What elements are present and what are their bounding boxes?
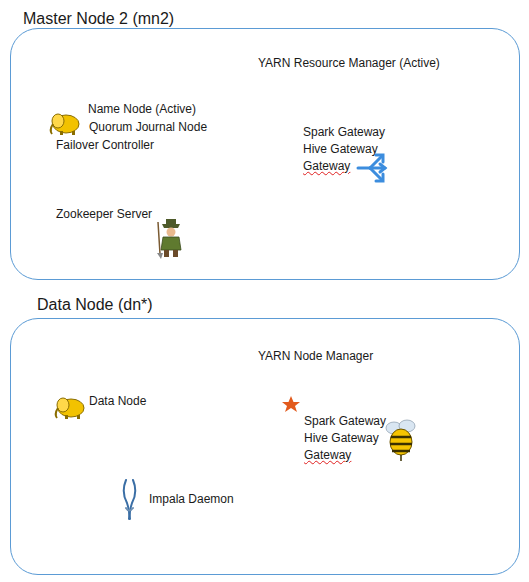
service-label: Hive Gateway bbox=[303, 142, 378, 157]
elephant-leg bbox=[77, 415, 80, 419]
service-label: Name Node (Active) bbox=[88, 102, 196, 117]
service-label: Spark Gateway bbox=[303, 125, 385, 140]
zookeeper-shovel-handle bbox=[158, 222, 160, 254]
service-label: Failover Controller bbox=[56, 138, 154, 153]
spark-star-icon bbox=[282, 396, 300, 412]
service-label: Data Node bbox=[89, 394, 146, 409]
hdfs-elephant-icon bbox=[51, 114, 79, 135]
zookeeper-leg bbox=[173, 250, 178, 257]
gateway-branch bbox=[370, 167, 385, 170]
elephant-leg bbox=[72, 131, 75, 135]
bee-sting bbox=[400, 455, 402, 461]
gateway-arrowhead bbox=[376, 155, 383, 162]
service-label: Gateway bbox=[304, 448, 351, 463]
service-label: Impala Daemon bbox=[149, 492, 234, 507]
elephant-body bbox=[58, 399, 84, 417]
service-label: YARN Node Manager bbox=[258, 349, 373, 364]
impala-horn bbox=[130, 480, 136, 519]
bee-body bbox=[390, 429, 412, 455]
zookeeper-face bbox=[167, 228, 176, 237]
service-label: Quorum Journal Node bbox=[89, 120, 207, 135]
zookeeper-hat-top bbox=[166, 219, 176, 225]
bee-stripes bbox=[390, 437, 412, 451]
hive-bee-icon bbox=[386, 420, 415, 461]
impala-icon bbox=[124, 480, 136, 519]
zookeeper-body bbox=[161, 237, 181, 250]
service-label: Zookeeper Server bbox=[56, 207, 152, 222]
elephant-ear bbox=[52, 114, 64, 128]
service-label: YARN Resource Manager (Active) bbox=[258, 56, 440, 71]
zookeeper-leg bbox=[164, 250, 169, 257]
gateway-branch bbox=[370, 156, 382, 168]
elephant-leg bbox=[60, 131, 63, 135]
hdfs-elephant-icon bbox=[56, 398, 84, 419]
bee-wing bbox=[386, 422, 402, 434]
master-node-box: Master Node 2 (mn2)YARN Resource Manager… bbox=[10, 28, 520, 280]
elephant-body bbox=[53, 115, 79, 133]
zookeeper-icon bbox=[157, 219, 181, 259]
node-heading: Data Node (dn*) bbox=[37, 295, 153, 314]
zookeeper-shovel-blade bbox=[157, 253, 163, 259]
gateway-arrowhead bbox=[380, 164, 385, 172]
service-label: Gateway bbox=[303, 159, 350, 174]
elephant-trunk bbox=[51, 124, 53, 134]
service-label: Hive Gateway bbox=[304, 431, 379, 446]
zookeeper-hat bbox=[162, 224, 180, 228]
gateway-branch bbox=[370, 168, 382, 180]
gateway-arrowhead bbox=[376, 174, 383, 181]
impala-face bbox=[126, 508, 133, 511]
bee-wing bbox=[399, 420, 415, 432]
data-node-box: Data Node (dn*)YARN Node ManagerData Nod… bbox=[10, 318, 520, 575]
elephant-ear bbox=[57, 398, 69, 412]
impala-horn bbox=[124, 480, 130, 519]
elephant-leg bbox=[65, 415, 68, 419]
gateway-icon bbox=[358, 155, 385, 181]
node-heading: Master Node 2 (mn2) bbox=[23, 9, 174, 28]
elephant-trunk bbox=[56, 408, 58, 418]
service-label: Spark Gateway bbox=[304, 414, 386, 429]
gateway-stem bbox=[358, 167, 370, 170]
